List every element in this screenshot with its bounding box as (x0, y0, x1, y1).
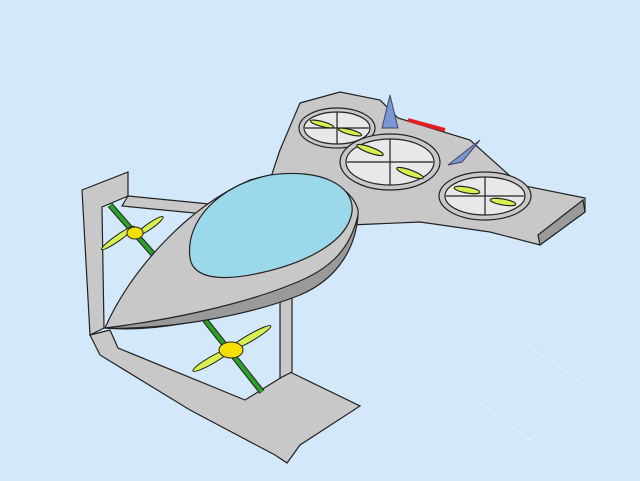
vertical-fin-right (447, 139, 481, 166)
rotor-hub (218, 341, 244, 359)
warning-strip (407, 118, 446, 132)
fan-middle (339, 133, 441, 191)
fan-right (438, 171, 532, 221)
fuselage (104, 172, 359, 330)
vertical-fin-left (381, 94, 399, 129)
rotor-hub (126, 226, 144, 240)
rotor-lower (192, 325, 272, 372)
fan-blade (489, 197, 517, 207)
fan-blade (337, 127, 363, 137)
fan-blade (309, 119, 335, 129)
fan-rear (298, 107, 376, 149)
fuselage-shadow (104, 214, 359, 329)
frame-bottom-skid (89, 329, 362, 464)
canopy (188, 172, 353, 279)
fan-blade (396, 166, 424, 180)
rotor-upper (101, 215, 164, 251)
fan-blade (453, 185, 481, 195)
wing-edge (537, 198, 586, 247)
faint-guide-lines (469, 329, 586, 441)
fan-blade (356, 143, 384, 157)
